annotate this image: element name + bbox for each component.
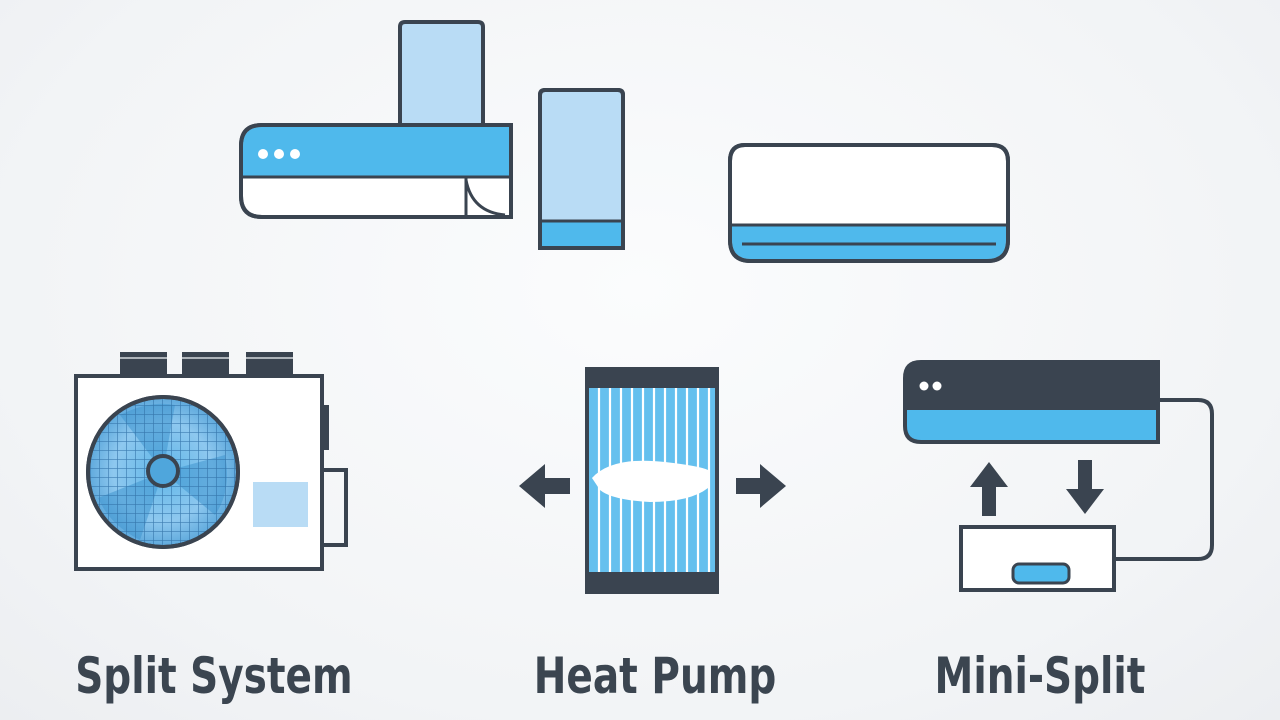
split-system-label: Split System bbox=[75, 647, 353, 705]
refrigerant-line-icon bbox=[1114, 398, 1214, 561]
right-arrow-icon bbox=[736, 464, 786, 508]
mini-split-outdoor-unit-icon bbox=[959, 525, 1116, 592]
heat-pump-coil-icon bbox=[585, 367, 719, 594]
slim-wall-ac-icon bbox=[728, 143, 1010, 263]
portable-tower-unit-icon bbox=[538, 88, 625, 250]
up-arrow-icon bbox=[970, 462, 1008, 516]
down-arrow-icon bbox=[1066, 460, 1104, 514]
mini-split-indoor-unit-icon bbox=[903, 360, 1160, 444]
left-arrow-icon bbox=[519, 464, 570, 508]
wall-mounted-ac-icon bbox=[239, 123, 513, 219]
outdoor-condenser-icon bbox=[74, 352, 348, 571]
mini-split-label: Mini-Split bbox=[934, 647, 1146, 705]
heat-pump-label: Heat Pump bbox=[533, 647, 777, 705]
tall-duct-panel-icon bbox=[398, 20, 485, 125]
